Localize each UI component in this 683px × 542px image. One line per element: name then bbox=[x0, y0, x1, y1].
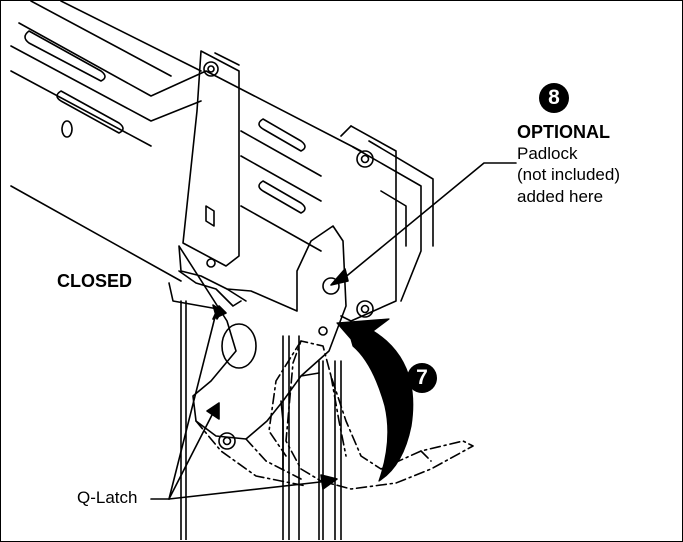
padlock-note-line-2: (not included) bbox=[517, 165, 621, 184]
rotation-arrow bbox=[336, 318, 414, 482]
right-bracket bbox=[340, 125, 397, 322]
closed-label: CLOSED bbox=[57, 271, 133, 291]
q-latch-open-phantom bbox=[195, 340, 474, 490]
top-rail bbox=[10, 1, 434, 302]
left-bracket bbox=[182, 50, 240, 268]
padlock-note-line-1: Padlock bbox=[517, 144, 578, 163]
q-latch-leaders bbox=[150, 304, 338, 500]
padlock-leader bbox=[330, 162, 517, 286]
padlock-note-line-3: added here bbox=[517, 187, 604, 206]
step-7-badge: 7 bbox=[407, 363, 437, 393]
optional-label: OPTIONAL bbox=[517, 122, 610, 142]
step-8-badge: 8 bbox=[539, 83, 569, 113]
q-latch-label: Q-Latch bbox=[77, 488, 138, 507]
vertical-posts bbox=[180, 300, 342, 540]
q-latch-closed bbox=[178, 225, 347, 470]
